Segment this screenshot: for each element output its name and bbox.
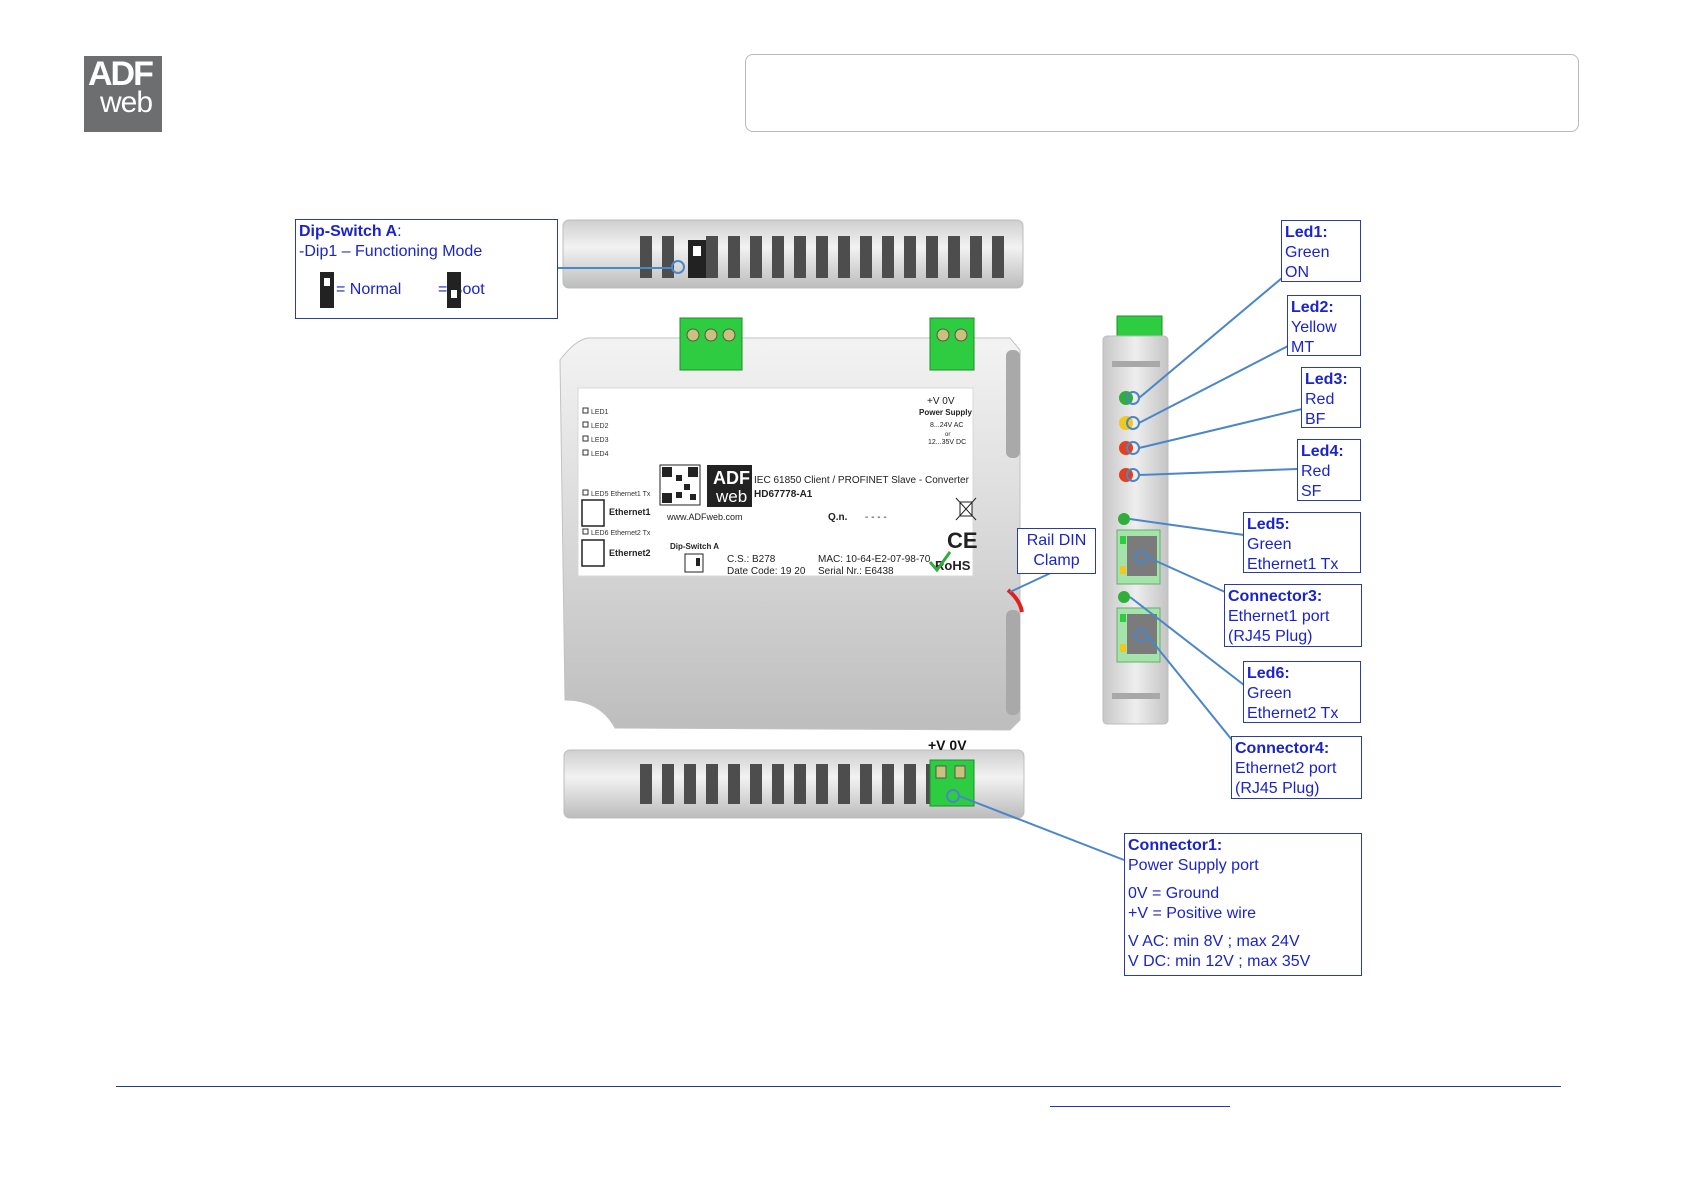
dip-boot-icon — [447, 272, 461, 308]
svg-text:12...35V DC: 12...35V DC — [928, 439, 966, 446]
svg-text:Dip-Switch A: Dip-Switch A — [670, 542, 719, 551]
svg-text:www.ADFweb.com: www.ADFweb.com — [666, 512, 743, 522]
vent-slot — [640, 764, 652, 804]
vent-slot — [772, 236, 784, 278]
led2-callout: Led2: Yellow MT — [1287, 295, 1361, 356]
svg-text:C.S.: B278: C.S.: B278 — [727, 554, 776, 565]
led3-callout: Led3: Red BF — [1301, 367, 1361, 428]
footer-divider — [116, 1086, 1561, 1087]
vent-slot — [750, 764, 762, 804]
svg-text:8...24V AC: 8...24V AC — [930, 422, 963, 429]
svg-text:MAC: 10-64-E2-07-98-70: MAC: 10-64-E2-07-98-70 — [818, 554, 931, 565]
svg-text:HD67778-A1: HD67778-A1 — [754, 489, 813, 500]
svg-text:web: web — [715, 487, 747, 506]
vent-slot — [772, 764, 784, 804]
vent-slot — [794, 764, 806, 804]
adfweb-logo: ADF web — [84, 56, 162, 132]
logo-line1: ADF — [88, 55, 154, 93]
svg-text:ADF: ADF — [713, 468, 750, 488]
vent-slot — [816, 236, 828, 278]
svg-text:Power Supply: Power Supply — [919, 408, 972, 417]
vent-slot — [838, 764, 850, 804]
svg-text:LED2: LED2 — [591, 423, 609, 430]
logo-line2: web — [100, 86, 153, 119]
vent-slot — [728, 236, 740, 278]
vent-slot — [706, 236, 718, 278]
dip-switch-callout: Dip-Switch A: -Dip1 – Functioning Mode =… — [295, 219, 558, 319]
dip-callout-line1: -Dip1 – Functioning Mode — [299, 243, 483, 260]
svg-text:LED3: LED3 — [591, 437, 609, 444]
dip-normal-icon — [320, 272, 334, 308]
device-label — [577, 387, 974, 577]
vent-slot — [860, 236, 872, 278]
vent-slot — [992, 236, 1004, 278]
svg-text:Ethernet1: Ethernet1 — [609, 507, 651, 517]
vent-slot — [948, 236, 960, 278]
svg-text:IEC 61850 Client / PROFINET Sl: IEC 61850 Client / PROFINET Slave - Conv… — [754, 475, 970, 486]
connector1-callout: Connector1: Power Supply port 0V = Groun… — [1124, 833, 1362, 976]
svg-text:LED4: LED4 — [591, 451, 609, 458]
label-logo — [707, 465, 752, 507]
vent-slot — [860, 764, 872, 804]
svg-text:Serial Nr.: E6438: Serial Nr.: E6438 — [818, 566, 894, 577]
vent-slot — [926, 236, 938, 278]
vent-slot — [662, 764, 674, 804]
connector3-callout: Connector3: Ethernet1 port (RJ45 Plug) — [1224, 584, 1362, 647]
vent-slot — [904, 236, 916, 278]
bottom-view: +V 0V — [563, 737, 1025, 819]
dip-boot-label: = Boot — [438, 281, 485, 298]
bottom-power-label: +V 0V — [928, 737, 967, 753]
terminal-block-top-right — [929, 317, 975, 371]
dip-normal-label: = Normal — [336, 281, 402, 298]
led5-callout: Led5: Green Ethernet1 Tx — [1243, 512, 1361, 573]
vent-slot — [882, 236, 894, 278]
vent-slot — [904, 764, 916, 804]
svg-text:Date Code: 19 20: Date Code: 19 20 — [727, 566, 806, 577]
leader-lines — [557, 267, 1303, 861]
top-view — [562, 219, 1024, 289]
qr-code — [659, 464, 701, 506]
vent-slot — [794, 236, 806, 278]
led6-indicator — [1118, 591, 1130, 603]
vent-slot — [640, 236, 652, 278]
vent-slot — [970, 236, 982, 278]
connector4-callout: Connector4: Ethernet2 port (RJ45 Plug) — [1231, 736, 1362, 799]
vent-slot — [706, 764, 718, 804]
vent-slot — [816, 764, 828, 804]
top-dip-switch — [688, 240, 706, 278]
svg-text:Q.n.: Q.n. — [828, 512, 848, 523]
svg-text:- - - -: - - - - — [865, 512, 887, 523]
svg-text:or: or — [945, 432, 950, 438]
vent-slot — [684, 764, 696, 804]
vent-slot — [882, 764, 894, 804]
led5-indicator — [1118, 513, 1130, 525]
weee-bin-icon — [955, 497, 977, 521]
led4-callout: Led4: Red SF — [1297, 439, 1361, 501]
rail-din-callout: Rail DIN Clamp — [1017, 528, 1096, 574]
vent-slot — [750, 236, 762, 278]
svg-text:LED5 Ethernet1 Tx: LED5 Ethernet1 Tx — [591, 491, 651, 498]
svg-text:Ethernet2: Ethernet2 — [609, 548, 651, 558]
terminal-block-top-left — [679, 317, 743, 371]
header-box — [745, 54, 1579, 132]
svg-text:LED6 Ethernet2 Tx: LED6 Ethernet2 Tx — [591, 530, 651, 537]
top-vent-slots — [640, 236, 1004, 278]
vent-slot — [728, 764, 740, 804]
led6-callout: Led6: Green Ethernet2 Tx — [1243, 661, 1361, 723]
led1-callout: Led1: Green ON — [1281, 220, 1361, 282]
dip-callout-title: Dip-Switch A — [299, 223, 398, 240]
footer-link-underline[interactable] — [1050, 1106, 1230, 1107]
front-view: ADF web LED1 LED2 LED3 LED4 LED5 Etherne… — [559, 317, 1024, 731]
svg-text:+V 0V: +V 0V — [927, 396, 955, 407]
vent-slot — [662, 236, 674, 278]
svg-text:LED1: LED1 — [591, 409, 609, 416]
ce-mark: CE — [947, 528, 978, 553]
vent-slot — [838, 236, 850, 278]
